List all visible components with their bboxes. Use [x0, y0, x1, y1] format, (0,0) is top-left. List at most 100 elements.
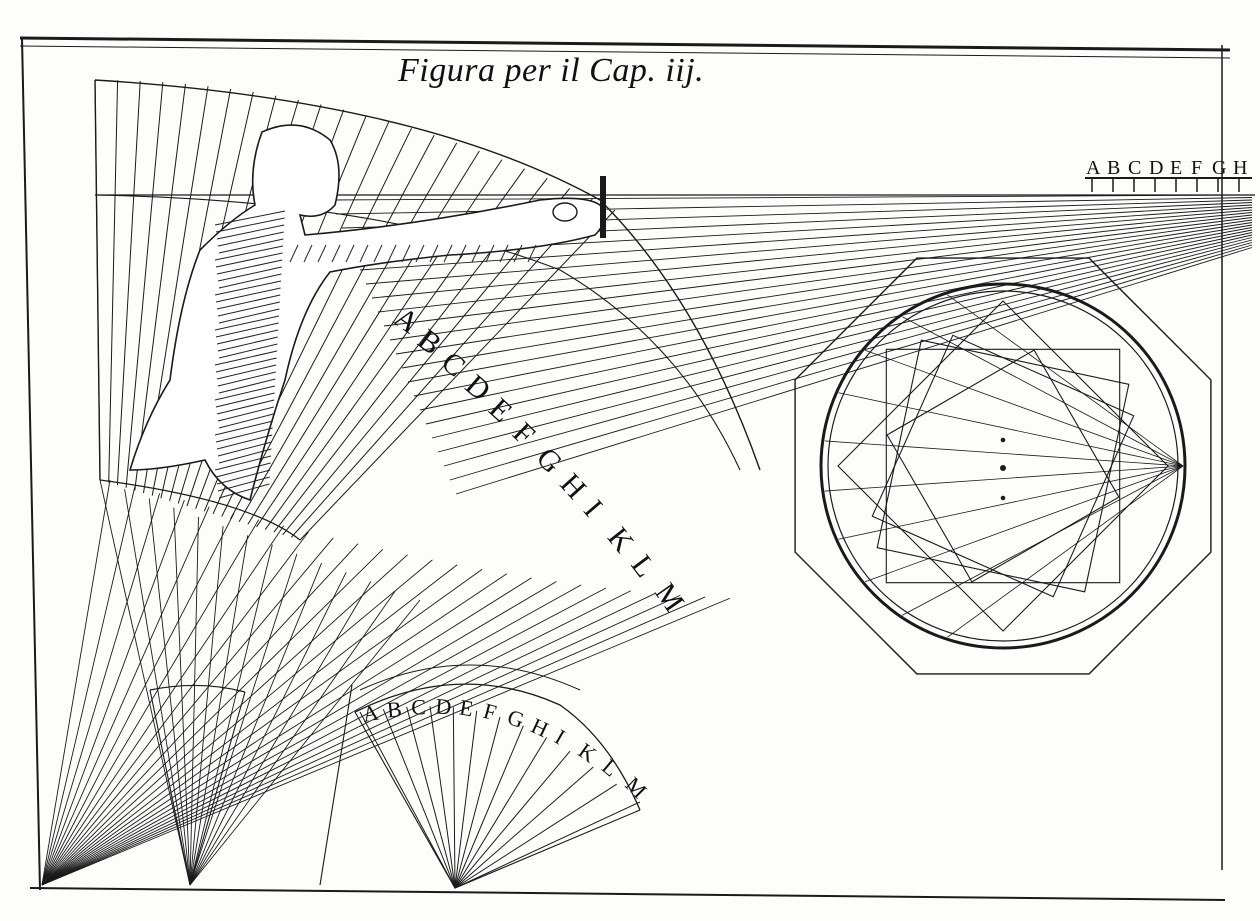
convergent-line	[41, 594, 681, 886]
figure-hatch	[218, 413, 274, 429]
middle-arc-letter: I	[577, 494, 609, 523]
visual-ray	[443, 242, 1253, 467]
plate-title: Figura per il Cap. iij.	[398, 52, 705, 89]
convergent-line	[41, 519, 260, 886]
lower-fan-line	[454, 801, 641, 889]
convergent-line	[41, 549, 384, 886]
fan-line	[108, 80, 119, 483]
figure-hatch	[217, 406, 274, 422]
figure-hatch	[216, 294, 281, 310]
figure-hatch	[217, 371, 276, 387]
figure-hatch	[217, 266, 282, 282]
top-scale-letter: C	[1128, 157, 1141, 179]
convergent-line	[41, 581, 557, 886]
figure-hatch	[217, 476, 270, 492]
octagon-construction	[794, 257, 1212, 675]
figure-hatch	[214, 245, 284, 261]
arm-hatch	[401, 244, 411, 263]
convergent-line	[41, 577, 532, 886]
octagon-ray	[824, 465, 1184, 492]
convergent-line	[41, 573, 508, 886]
arm-hatch	[415, 244, 425, 263]
middle-arc-letter: M	[648, 577, 690, 618]
figure-hatch	[215, 392, 275, 408]
figure-hatch	[218, 238, 284, 254]
convergent-line	[189, 572, 347, 886]
figure-hatch	[217, 301, 280, 317]
convergent-line	[189, 590, 396, 886]
visual-ray	[359, 207, 1253, 271]
arm-hatch	[527, 244, 537, 263]
top-scale-ticks	[1091, 178, 1240, 192]
middle-arc-letter: K	[601, 521, 641, 559]
octagon-ray	[947, 465, 1184, 638]
convergent-line	[41, 525, 284, 886]
figure-hatch	[214, 315, 280, 331]
lower-arc-letter: G	[504, 704, 528, 733]
visual-ray	[407, 227, 1253, 383]
visual-ray	[401, 224, 1253, 369]
octagon-ray	[864, 349, 1184, 467]
figure-hatch	[216, 434, 273, 450]
lower-fan-line	[452, 707, 456, 889]
fan-line	[229, 135, 435, 520]
arm-hatch	[331, 244, 341, 263]
lower-fan-line	[429, 706, 456, 889]
arm-hatch	[429, 244, 439, 263]
convergent-line	[41, 564, 458, 886]
fan-line	[247, 150, 480, 525]
figure-hatch	[216, 364, 277, 380]
convergent-lines	[41, 479, 731, 886]
figure-hatch	[217, 441, 272, 457]
convergent-line	[189, 516, 199, 886]
octagon-ray	[824, 440, 1184, 467]
visual-ray	[377, 214, 1253, 313]
figure-hatch	[218, 483, 270, 499]
figure-hatch	[217, 231, 284, 247]
top-scale-letter: A	[1086, 157, 1101, 179]
lower-arc-letter: L	[597, 754, 623, 782]
lower-fan-line	[454, 766, 594, 889]
convergent-line	[41, 512, 235, 886]
fan-line	[134, 83, 186, 491]
lower-arc-fan	[149, 664, 641, 889]
visual-rays	[329, 194, 1253, 495]
top-scale-letter: G	[1212, 157, 1226, 179]
visual-ray	[431, 237, 1253, 439]
lower-arc-letter: H	[527, 713, 552, 742]
arm-hatch	[443, 244, 453, 263]
visual-ray	[383, 217, 1253, 327]
figure-hatch	[215, 217, 285, 233]
octagon-ray	[902, 316, 1184, 467]
octagon-ray	[864, 465, 1184, 583]
lower-fan-line	[406, 706, 456, 889]
arm-hatch	[471, 244, 481, 263]
convergent-line	[189, 581, 372, 886]
visual-ray	[395, 222, 1253, 355]
visual-ray	[389, 219, 1253, 341]
convergent-line	[41, 554, 408, 886]
visual-ray	[365, 209, 1253, 285]
top-scale-letter: E	[1170, 157, 1182, 179]
lower-fan-line	[454, 716, 501, 889]
lower-fan-line	[454, 783, 617, 889]
lower-arc-letter: M	[620, 772, 652, 804]
figure-hatch	[218, 448, 272, 464]
top-scale-letter: H	[1233, 157, 1247, 179]
middle-arc-letter: H	[554, 467, 593, 505]
convergent-line	[41, 486, 136, 886]
figure-hatch	[217, 336, 278, 352]
convergent-line	[148, 498, 191, 886]
figure-hatch	[214, 455, 272, 471]
convergent-line	[41, 568, 483, 886]
convergent-line	[41, 506, 210, 886]
lower-arc-letter: D	[434, 693, 452, 719]
figure-hatch	[215, 322, 279, 338]
figure-hatch	[214, 420, 274, 436]
convergent-line	[41, 543, 359, 886]
lower-arc-letter: I	[551, 724, 570, 749]
